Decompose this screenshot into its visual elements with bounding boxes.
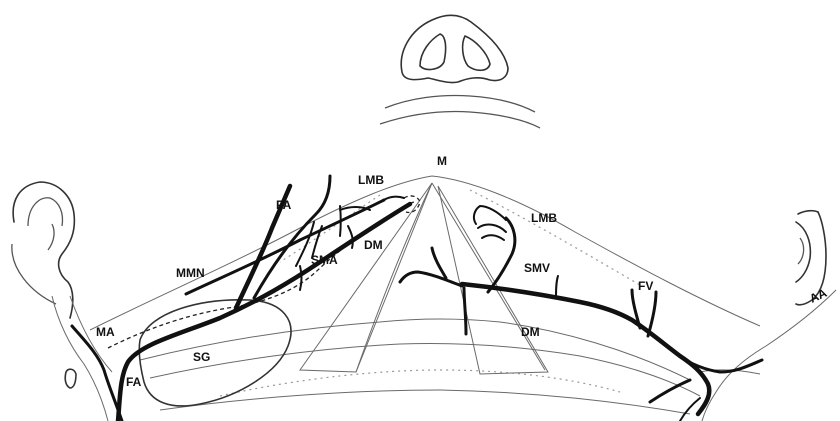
mandible-outline <box>140 319 700 414</box>
label-dm-right: DM <box>521 325 540 339</box>
label-sma: SMA <box>311 253 338 267</box>
label-lmb-left: LMB <box>358 173 384 187</box>
label-aa: AA <box>807 286 829 306</box>
left-ear <box>12 182 75 318</box>
label-fa-bottom: FA <box>126 375 142 389</box>
label-smv: SMV <box>524 261 550 275</box>
label-m: M <box>437 154 447 168</box>
label-sg: SG <box>193 350 210 364</box>
upper-lip-lines <box>380 96 540 129</box>
neck-outlines <box>52 290 836 421</box>
label-dm-left: DM <box>364 238 383 252</box>
label-mmn: MMN <box>176 266 205 280</box>
neck-vessel-stub <box>65 369 76 388</box>
mmn-nerve <box>186 200 384 294</box>
label-fa-top: FA <box>276 198 292 212</box>
label-lmb-right: LMB <box>531 211 557 225</box>
label-ma: MA <box>96 325 115 339</box>
label-fv: FV <box>638 279 653 293</box>
right-vessels <box>400 206 762 421</box>
submandibular-gland <box>139 300 291 406</box>
nose-outline <box>401 15 508 82</box>
